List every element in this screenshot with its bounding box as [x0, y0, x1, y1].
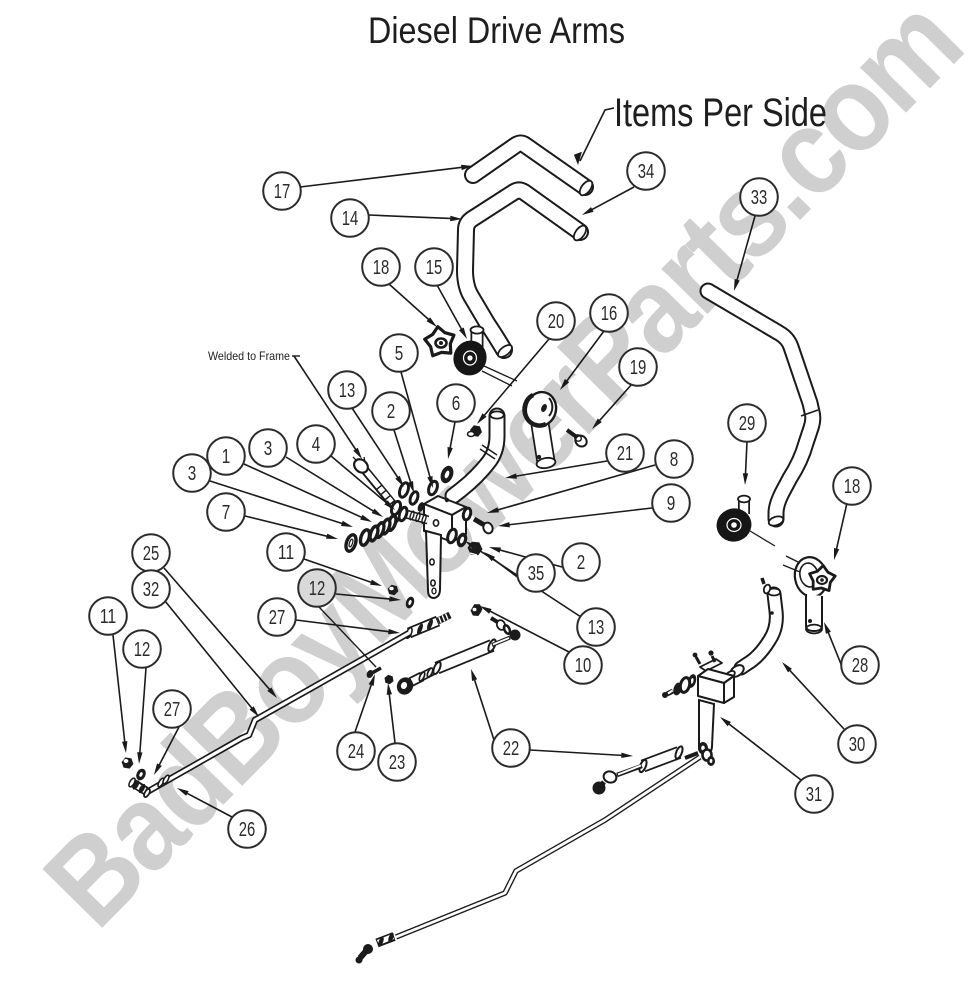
- svg-text:16: 16: [601, 303, 618, 325]
- svg-text:4: 4: [312, 434, 321, 456]
- svg-text:15: 15: [426, 257, 443, 279]
- svg-text:24: 24: [348, 741, 365, 763]
- svg-text:23: 23: [389, 752, 406, 774]
- svg-text:6: 6: [452, 393, 461, 415]
- svg-text:25: 25: [143, 543, 160, 565]
- svg-text:8: 8: [670, 449, 679, 471]
- svg-text:18: 18: [844, 476, 861, 498]
- svg-text:31: 31: [806, 784, 823, 806]
- svg-text:26: 26: [239, 819, 256, 841]
- svg-text:33: 33: [751, 187, 768, 209]
- svg-text:Welded to Frame: Welded to Frame: [208, 349, 290, 363]
- svg-text:32: 32: [143, 579, 160, 601]
- svg-text:30: 30: [849, 734, 866, 756]
- svg-text:2: 2: [387, 401, 396, 423]
- svg-text:11: 11: [278, 542, 295, 564]
- svg-text:29: 29: [739, 413, 756, 435]
- svg-text:9: 9: [667, 493, 676, 515]
- svg-text:20: 20: [548, 311, 565, 333]
- svg-text:22: 22: [503, 738, 520, 760]
- svg-text:5: 5: [395, 343, 404, 365]
- svg-text:12: 12: [309, 578, 326, 600]
- svg-text:2: 2: [577, 552, 586, 574]
- svg-text:34: 34: [638, 161, 655, 183]
- svg-text:11: 11: [100, 606, 117, 628]
- svg-text:27: 27: [269, 607, 286, 629]
- svg-text:12: 12: [134, 639, 151, 661]
- svg-text:Items Per Side: Items Per Side: [614, 91, 827, 135]
- svg-text:17: 17: [274, 181, 291, 203]
- svg-text:10: 10: [575, 655, 592, 677]
- svg-text:1: 1: [222, 446, 231, 468]
- svg-text:27: 27: [164, 699, 181, 721]
- svg-text:21: 21: [617, 443, 634, 465]
- svg-text:19: 19: [630, 357, 647, 379]
- svg-text:13: 13: [339, 380, 356, 402]
- svg-text:35: 35: [528, 563, 545, 585]
- svg-text:Diesel Drive Arms: Diesel Drive Arms: [368, 10, 625, 51]
- svg-text:18: 18: [373, 257, 390, 279]
- svg-text:13: 13: [588, 617, 605, 639]
- svg-text:14: 14: [342, 208, 359, 230]
- svg-text:3: 3: [264, 438, 273, 460]
- svg-text:7: 7: [222, 502, 231, 524]
- svg-text:28: 28: [852, 655, 869, 677]
- svg-text:3: 3: [188, 463, 197, 485]
